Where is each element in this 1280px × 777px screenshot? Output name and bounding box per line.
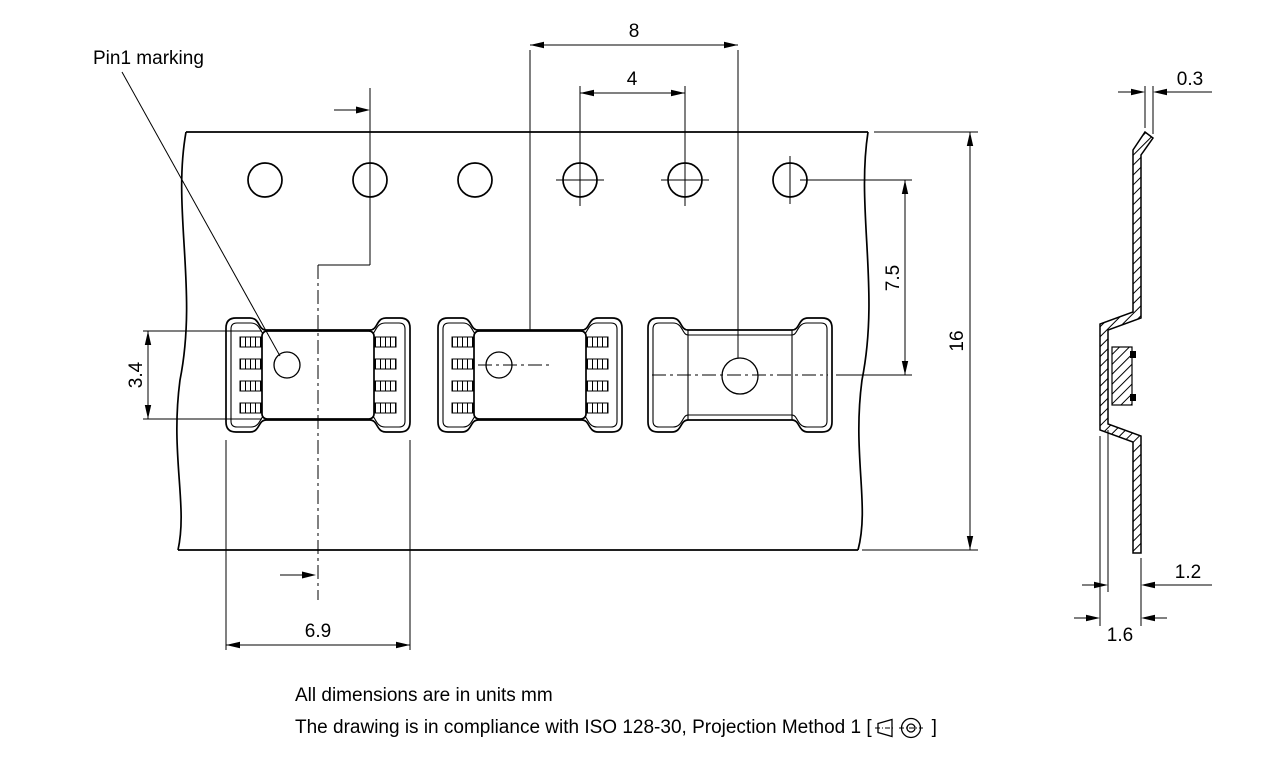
pockets <box>225 317 833 433</box>
sprocket-holes <box>247 86 808 206</box>
sprocket-hole <box>247 162 283 198</box>
units-note: All dimensions are in units mm <box>295 680 937 712</box>
notes-block: All dimensions are in units mm The drawi… <box>295 680 937 744</box>
dim-pocket-pitch-value: 8 <box>629 21 640 42</box>
side-view <box>1074 86 1212 626</box>
compliance-note-suffix: ] <box>931 717 937 738</box>
dim-pocket-inner-depth-value: 1.2 <box>1175 562 1201 583</box>
units-note-text: All dimensions are in units mm <box>295 685 553 706</box>
dimension-pocket-overall-depth <box>1074 436 1167 626</box>
dimension-sprocket-pitch <box>580 89 685 97</box>
dim-tape-thickness-value: 0.3 <box>1177 69 1203 90</box>
sprocket-hole-centerlines <box>556 86 791 206</box>
tape-cross-section <box>1099 130 1155 554</box>
view-direction-arrow-top <box>356 106 370 114</box>
dim-tape-width-value: 16 <box>947 330 968 351</box>
pin1-leader-line <box>121 71 281 357</box>
pocket-3-center-hole <box>721 357 759 395</box>
pin1-marking-label: Pin1 marking <box>93 48 204 69</box>
section-line <box>280 88 371 600</box>
dim-sprocket-pitch-value: 4 <box>627 69 638 90</box>
dimension-pocket-inner-depth <box>1082 430 1212 626</box>
ic-component-2 <box>451 330 609 420</box>
pocket-3-cavity <box>652 330 828 420</box>
tape-outline <box>176 131 870 551</box>
sprocket-hole <box>457 162 493 198</box>
dimension-component-length <box>143 330 262 420</box>
tape-right-break-line <box>857 131 870 551</box>
dimension-pocket-pitch <box>529 41 739 358</box>
dimension-hole-to-pocket <box>800 179 912 376</box>
first-angle-projection-icon <box>874 717 923 739</box>
compliance-note: The drawing is in compliance with ISO 12… <box>295 712 937 744</box>
dim-pocket-overall-depth-value: 1.6 <box>1107 625 1133 646</box>
dim-pocket-width-value: 6.9 <box>305 621 331 642</box>
dimension-tape-thickness <box>1118 86 1212 134</box>
dim-component-length-value: 3.4 <box>126 361 147 388</box>
view-direction-arrow-bottom <box>302 571 316 579</box>
dim-hole-to-pocket-value: 7.5 <box>883 265 904 291</box>
dimension-pocket-width <box>225 440 411 650</box>
dimension-tape-width <box>862 131 978 551</box>
tape-left-break-line <box>176 131 188 551</box>
front-view <box>121 41 978 650</box>
component-cross-section <box>1111 346 1136 406</box>
compliance-note-prefix: The drawing is in compliance with ISO 12… <box>295 717 872 738</box>
